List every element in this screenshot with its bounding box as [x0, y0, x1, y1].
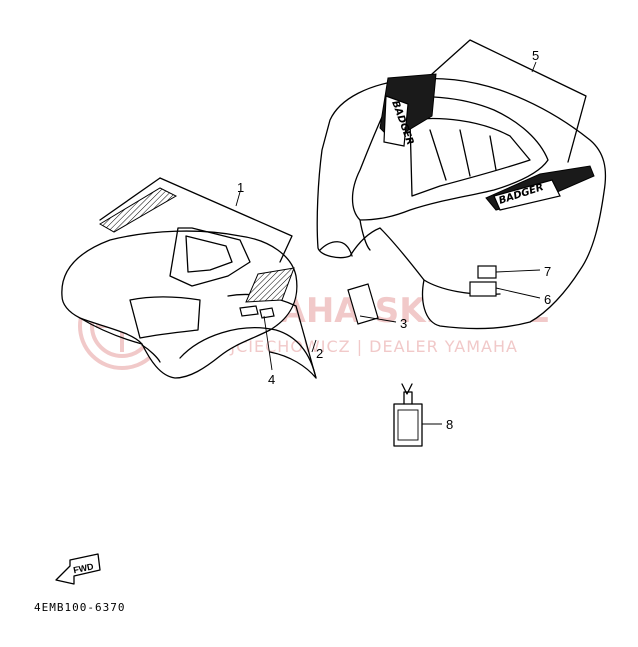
label-part-7 — [477, 265, 497, 279]
callout-7: 7 — [544, 264, 551, 279]
callout-8: 8 — [446, 417, 453, 432]
part-code: 4EMB100-6370 — [34, 601, 125, 614]
leader-lines — [235, 61, 541, 425]
callout-5: 5 — [532, 48, 539, 63]
callout-6: 6 — [544, 292, 551, 307]
callout-1: 1 — [237, 180, 244, 195]
fwd-arrow-icon: FWD — [55, 553, 101, 585]
hang-tag-part-8 — [393, 383, 423, 447]
rear-fender-part: BADGER BADGER — [316, 39, 607, 330]
callout-3: 3 — [400, 316, 407, 331]
label-part-6 — [469, 281, 497, 297]
decal-part-3 — [347, 283, 379, 325]
watermark-subtitle: WOJCIECHOWICZ | DEALER YAMAHA — [200, 337, 518, 356]
fwd-label: FWD — [72, 561, 95, 575]
callout-2: 2 — [316, 346, 323, 361]
callout-4: 4 — [268, 372, 275, 387]
